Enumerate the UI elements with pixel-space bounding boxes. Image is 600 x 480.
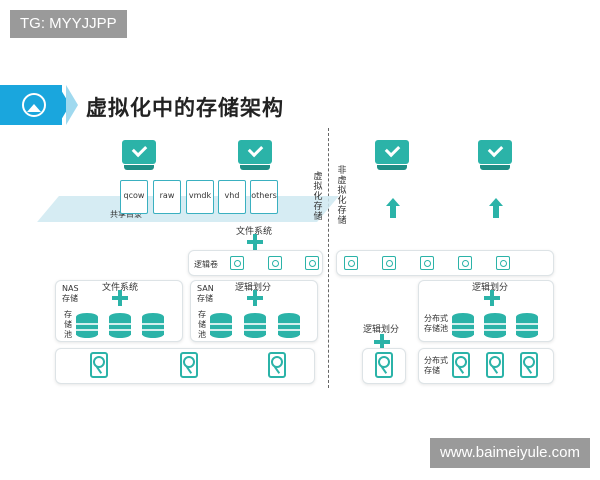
logical-partition-label: 逻辑划分 bbox=[235, 283, 272, 293]
image-icon bbox=[22, 93, 46, 117]
distributed-storage-pool-label: 分布式 存储池 bbox=[424, 314, 448, 333]
disk-icon bbox=[142, 313, 164, 339]
vm-icon bbox=[375, 140, 409, 170]
vm-icon bbox=[478, 140, 512, 170]
logical-volume-panel bbox=[188, 250, 323, 276]
watermark-bottom: www.baimeiyule.com bbox=[429, 438, 590, 468]
hdd-icon bbox=[180, 352, 198, 378]
storage-pool-label: 存 储 池 bbox=[198, 310, 206, 339]
volume-icon bbox=[344, 256, 358, 270]
watermark-top: TG: MYYJJPP bbox=[10, 10, 127, 38]
nas-storage-label: NAS 存储 bbox=[62, 284, 79, 303]
file-format-label: vhd bbox=[224, 191, 240, 200]
hdd-icon bbox=[90, 352, 108, 378]
file-icon: vmdk bbox=[186, 180, 214, 214]
disk-icon bbox=[516, 313, 538, 339]
volume-icon bbox=[268, 256, 282, 270]
hdd-icon bbox=[268, 352, 286, 378]
hdd-icon bbox=[520, 352, 538, 378]
disk-icon bbox=[210, 313, 232, 339]
disk-icon bbox=[244, 313, 266, 339]
volume-icon bbox=[496, 256, 510, 270]
file-icon: raw bbox=[153, 180, 181, 214]
logical-volume-label: 逻辑卷 bbox=[194, 260, 218, 269]
vm-icon bbox=[238, 140, 272, 170]
hdd-icon bbox=[452, 352, 470, 378]
page-title: 虚拟化中的存储架构 bbox=[86, 96, 284, 120]
file-system-label: 文件系统 bbox=[102, 283, 139, 293]
hdd-icon bbox=[486, 352, 504, 378]
logical-volume-panel-right bbox=[336, 250, 554, 276]
disk-icon bbox=[109, 313, 131, 339]
volume-icon bbox=[382, 256, 396, 270]
section-divider bbox=[328, 128, 329, 388]
volume-icon bbox=[420, 256, 434, 270]
plus-icon bbox=[112, 290, 128, 306]
arrow-up-icon bbox=[489, 198, 503, 218]
logical-partition-label: 逻辑划分 bbox=[363, 325, 400, 335]
plus-icon bbox=[374, 334, 390, 350]
file-format-label: vmdk bbox=[188, 191, 212, 200]
virtualized-storage-label: 虚拟化存储 bbox=[313, 172, 323, 222]
file-icon: others bbox=[250, 180, 278, 214]
arrow-up-icon bbox=[386, 198, 400, 218]
logical-partition-label: 逻辑划分 bbox=[472, 283, 509, 293]
disk-icon bbox=[76, 313, 98, 339]
plus-icon bbox=[247, 290, 263, 306]
vm-icon bbox=[122, 140, 156, 170]
file-icon: qcow bbox=[120, 180, 148, 214]
disk-icon bbox=[452, 313, 474, 339]
hdd-icon bbox=[375, 352, 393, 378]
plus-icon bbox=[484, 290, 500, 306]
file-icon: vhd bbox=[218, 180, 246, 214]
storage-pool-label: 存 储 池 bbox=[64, 310, 72, 339]
distributed-storage-label: 分布式 存储 bbox=[424, 356, 448, 375]
volume-icon bbox=[458, 256, 472, 270]
non-virtualized-storage-label: 非虚拟化存储 bbox=[337, 166, 347, 226]
file-format-label: others bbox=[251, 191, 277, 200]
file-format-label: qcow bbox=[123, 191, 145, 200]
file-system-label: 文件系统 bbox=[236, 227, 273, 237]
shared-directory-label: 共享目录 bbox=[110, 210, 142, 219]
file-format-label: raw bbox=[159, 191, 175, 200]
banner-chevron-light bbox=[66, 85, 78, 125]
san-storage-label: SAN 存储 bbox=[197, 284, 214, 303]
volume-icon bbox=[305, 256, 319, 270]
disk-icon bbox=[278, 313, 300, 339]
plus-icon bbox=[247, 234, 263, 250]
disk-icon bbox=[484, 313, 506, 339]
volume-icon bbox=[230, 256, 244, 270]
